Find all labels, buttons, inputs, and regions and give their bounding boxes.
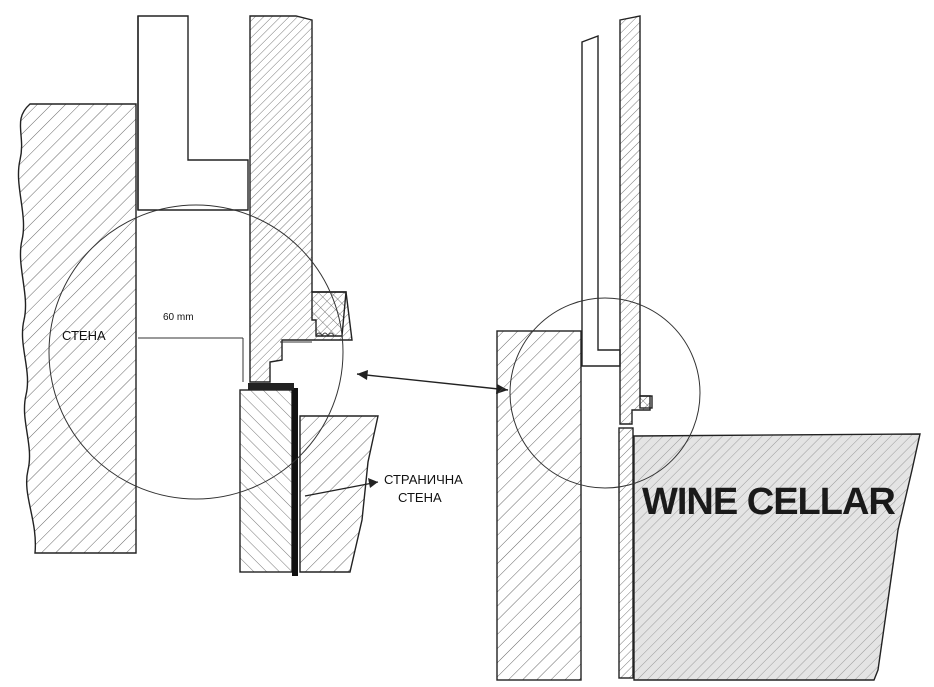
appliance-label: WINE CELLAR: [642, 481, 895, 523]
door-frame-profile-right: [581, 34, 621, 367]
side-wall-label-2: СТЕНА: [398, 490, 442, 505]
door-frame-profile: [137, 15, 249, 211]
connector-line: [356, 373, 509, 391]
detail-circle-left: [48, 204, 344, 500]
side-wall-arrowhead-icon: [368, 478, 378, 488]
edge-strip: [292, 388, 298, 576]
hinge-spring-icon: [315, 332, 335, 338]
cellar-body-right: [633, 433, 921, 681]
side-wall-pointer: [304, 481, 379, 497]
cellar-edge-right: [618, 427, 634, 679]
wall-label: СТЕНА: [62, 328, 106, 343]
hinge-detail-right: [639, 395, 653, 409]
dimension-label: 60 mm: [163, 312, 194, 323]
door-panel: [249, 15, 353, 383]
door-panel-right: [619, 15, 651, 425]
wall-block: [17, 103, 137, 554]
detail-circle-right: [509, 297, 701, 489]
cellar-body-left: [299, 415, 379, 573]
side-wall-label-1: СТРАНИЧНА: [384, 472, 463, 487]
wall-block-right: [496, 330, 582, 681]
connector-arrow-left-icon: [357, 370, 368, 380]
top-strip: [248, 383, 294, 390]
